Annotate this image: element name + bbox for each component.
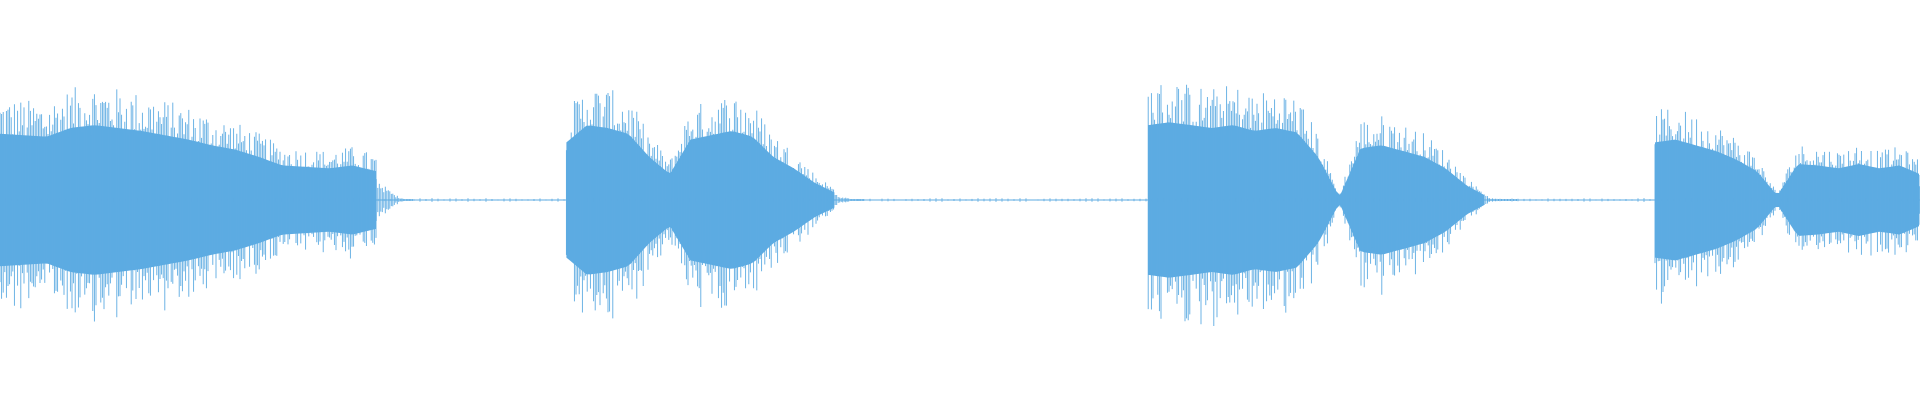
waveform-bars bbox=[0, 84, 1920, 326]
waveform-clip-4 bbox=[1654, 109, 1920, 304]
waveform-clip-1 bbox=[0, 87, 413, 322]
waveform-clip-2 bbox=[565, 90, 865, 319]
waveform-clip-3 bbox=[1147, 84, 1517, 326]
